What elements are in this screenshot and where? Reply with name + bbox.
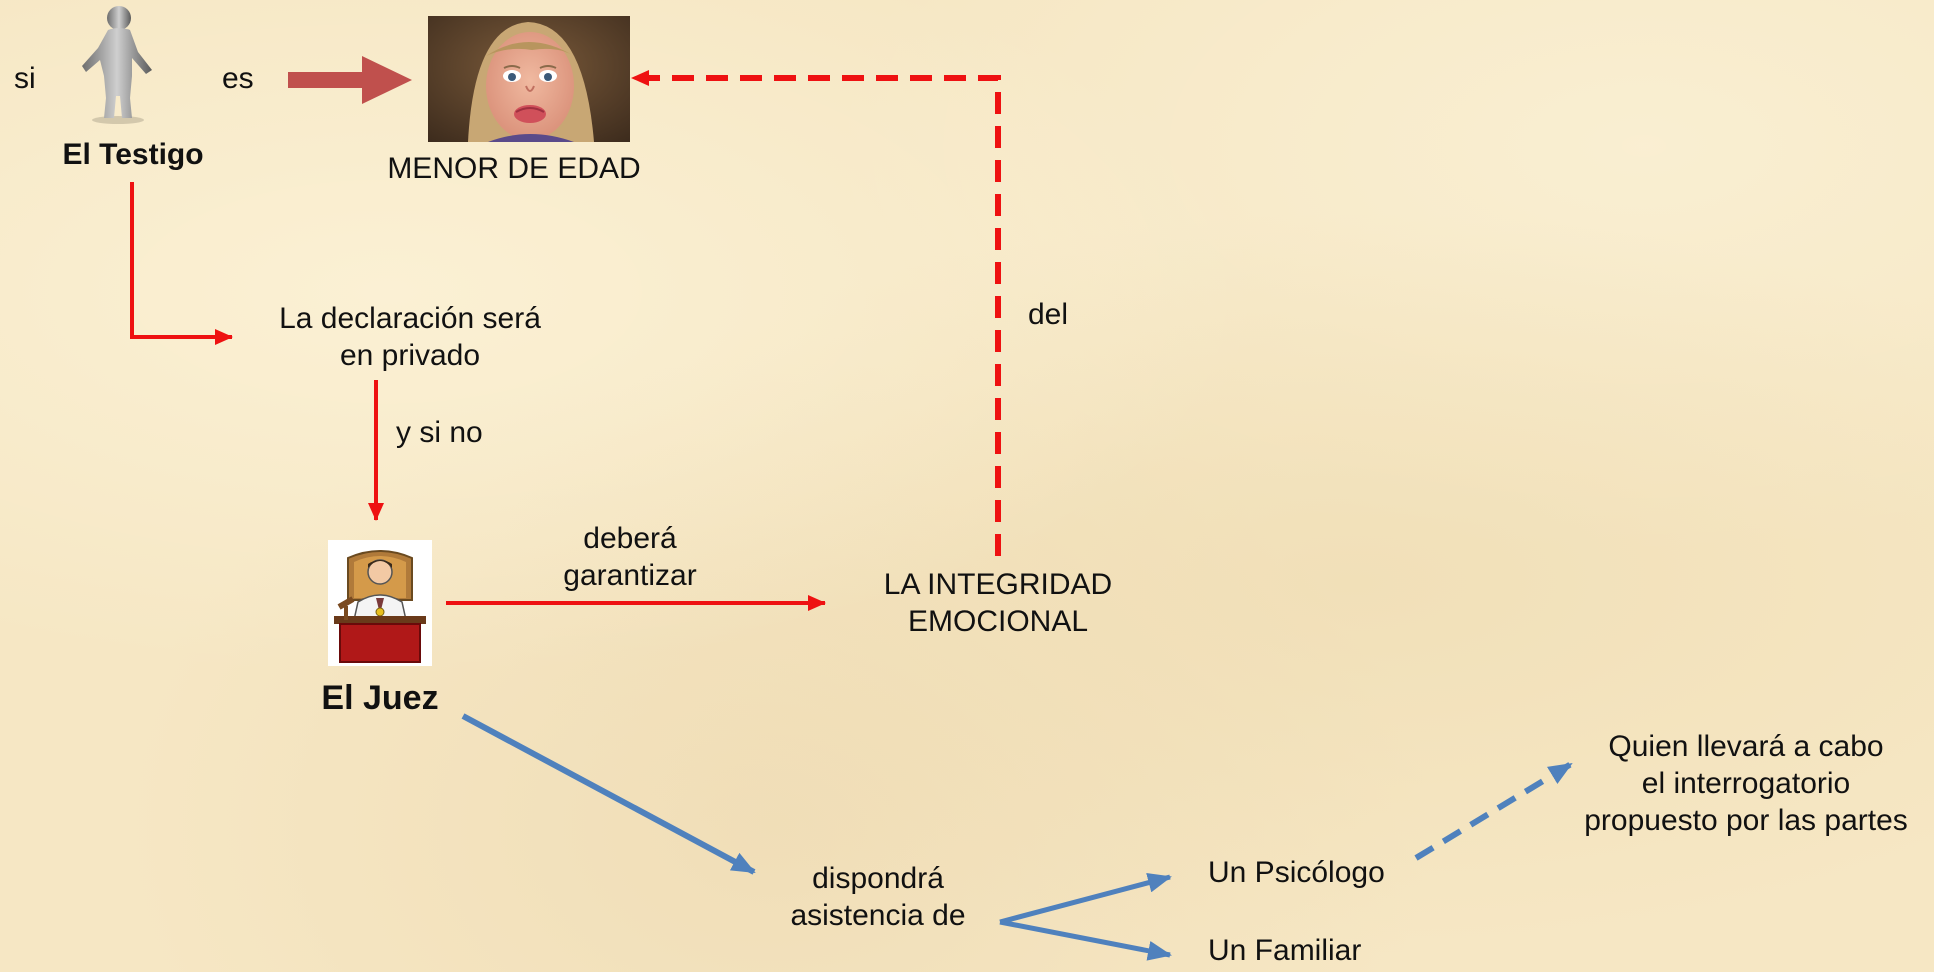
y-si-no-label: y si no xyxy=(396,416,483,449)
psicologo-to-quien-dashed-arrow xyxy=(1414,761,1573,861)
debera-label: deberá garantizar xyxy=(540,520,720,594)
testigo-to-declaracion-connector xyxy=(130,182,233,345)
declaracion-label: La declaración será en privado xyxy=(260,300,560,374)
si-label: si xyxy=(14,62,36,95)
debera-line-1: deberá xyxy=(583,522,677,555)
psicologo-label: Un Psicólogo xyxy=(1208,856,1385,889)
judge-clipart-icon xyxy=(328,540,432,666)
quien-line-3: propuesto por las partes xyxy=(1584,804,1908,837)
juez-label: El Juez xyxy=(321,679,439,717)
dispondra-line-1: dispondrá xyxy=(812,862,944,895)
familiar-label: Un Familiar xyxy=(1208,934,1362,967)
integridad-label: LA INTEGRIDAD EMOCIONAL xyxy=(858,566,1138,640)
dispondra-to-psicologo-arrow xyxy=(999,872,1172,925)
es-label: es xyxy=(222,62,254,95)
integridad-line-1: LA INTEGRIDAD xyxy=(883,568,1113,601)
del-label: del xyxy=(1028,298,1069,331)
juez-to-dispondra-arrow xyxy=(461,713,756,875)
es-block-arrow xyxy=(288,56,412,104)
quien-label: Quien llevará a cabo el interrogatorio p… xyxy=(1566,728,1926,839)
quien-line-2: el interrogatorio xyxy=(1641,767,1851,800)
menor-label: MENOR DE EDAD xyxy=(387,152,641,185)
integridad-to-menor-dashed-connector xyxy=(631,70,1001,556)
dispondra-line-2: asistencia de xyxy=(790,899,966,932)
dispondra-to-familiar-arrow xyxy=(999,919,1172,961)
gray-person-figure-icon xyxy=(82,6,152,124)
debera-line-2: garantizar xyxy=(563,559,697,592)
quien-line-1: Quien llevará a cabo xyxy=(1608,730,1884,763)
integridad-line-2: EMOCIONAL xyxy=(907,605,1089,638)
declaracion-line-2: en privado xyxy=(339,339,481,372)
declaracion-line-1: La declaración será xyxy=(279,302,541,335)
crying-child-photo-icon xyxy=(428,16,630,142)
testigo-label: El Testigo xyxy=(62,138,204,171)
dispondra-label: dispondrá asistencia de xyxy=(768,860,988,934)
